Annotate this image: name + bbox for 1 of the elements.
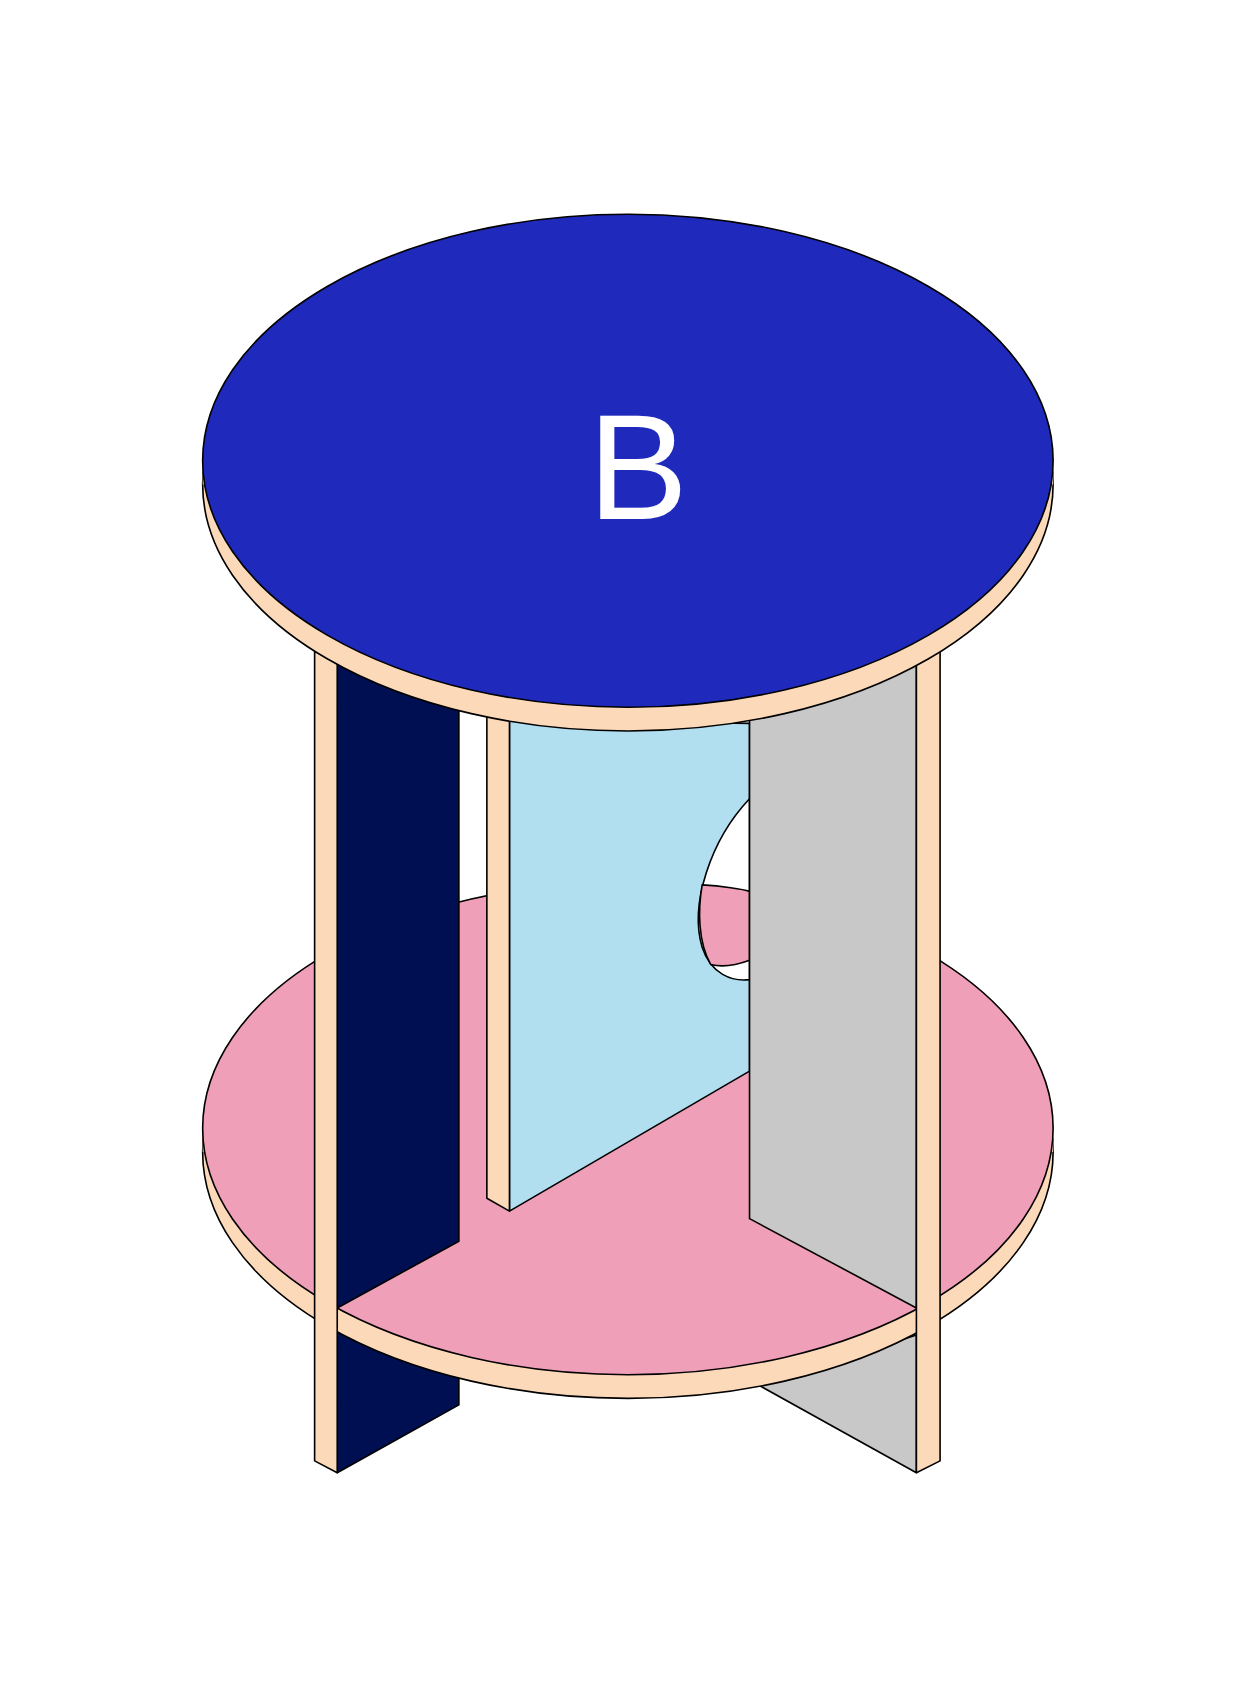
table-top-letter: B [588, 392, 689, 542]
